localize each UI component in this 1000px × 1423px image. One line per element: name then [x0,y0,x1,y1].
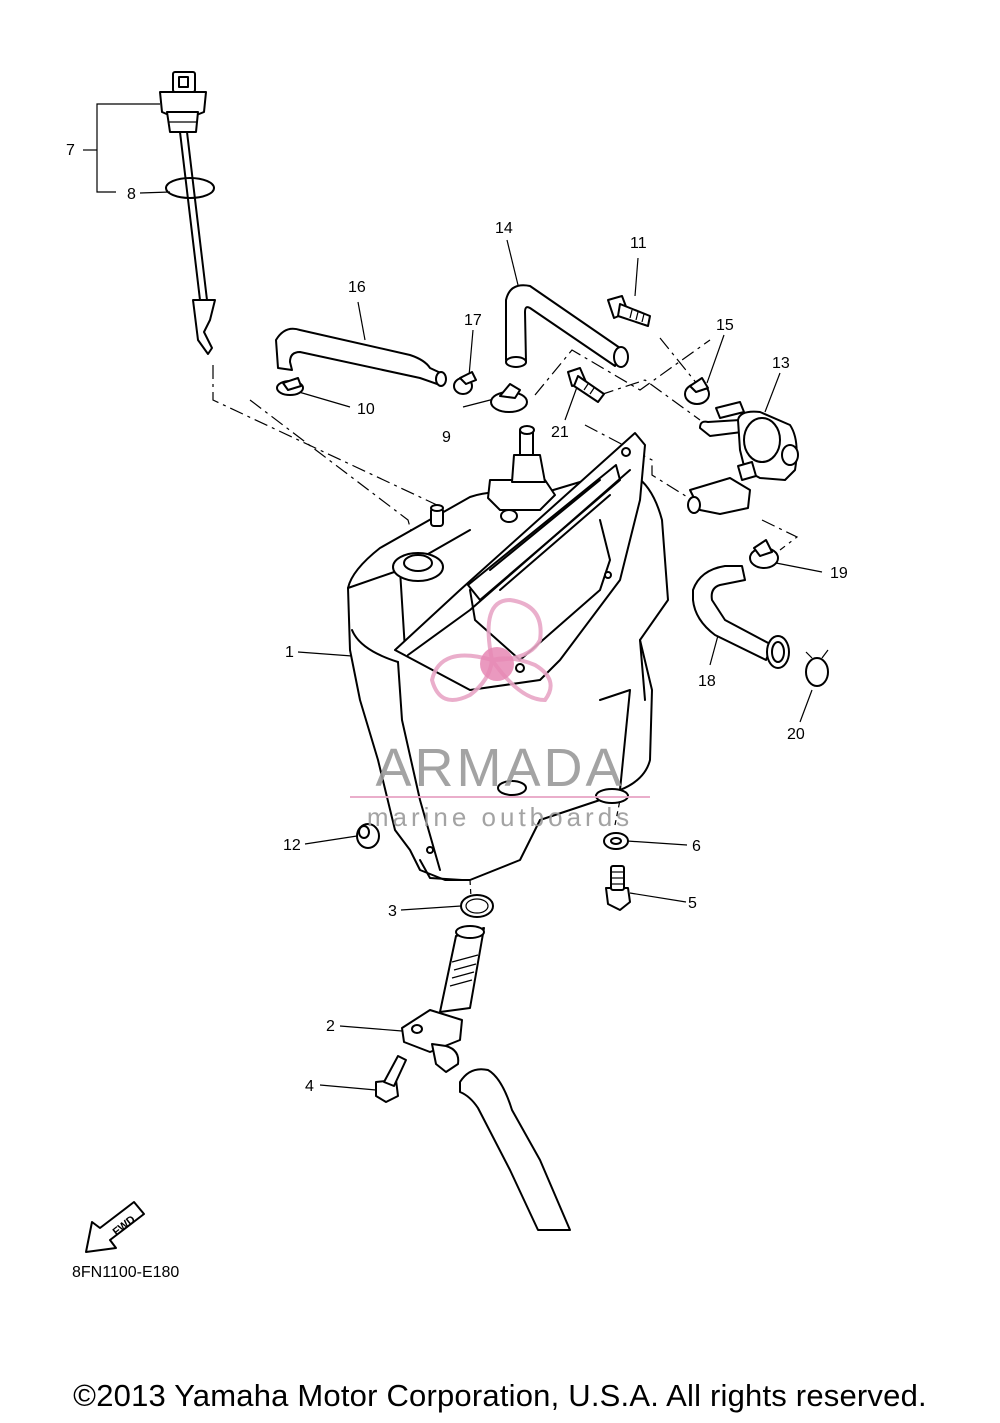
callout-16: 16 [348,279,366,296]
propeller-hub [480,647,514,681]
propeller-logo [429,597,553,703]
callout-numbers: 1 2 3 4 5 6 7 8 9 10 11 12 13 14 15 16 1… [66,142,848,1095]
callout-9: 9 [442,429,451,446]
oil-strainer-2 [401,925,485,1073]
callout-2: 2 [326,1018,335,1035]
callout-8: 8 [127,186,136,203]
callout-1: 1 [285,644,294,661]
grommet-12 [356,823,380,849]
hose-14 [505,284,629,368]
callout-12: 12 [283,837,301,854]
callout-5: 5 [688,895,697,912]
drain-bolt-5 [605,865,631,911]
hose-16 [275,327,447,387]
bolt-4 [375,1055,407,1103]
callout-10: 10 [357,401,375,418]
clip-17 [453,371,477,395]
callout-4: 4 [305,1078,314,1095]
fwd-arrow-icon: FWD [85,1201,145,1253]
callout-20: 20 [787,726,805,743]
callout-11: 11 [630,235,647,252]
hose-18 [692,565,790,669]
drawing-code: 8FN1100-E180 [72,1264,180,1281]
watermark-tagline: marine outboards [367,802,633,832]
alignment-lines [212,337,799,916]
copyright-notice: ©2013 Yamaha Motor Corporation, U.S.A. A… [73,1378,927,1413]
callout-17: 17 [464,312,482,329]
clip-9 [490,383,528,413]
callout-19: 19 [830,565,848,582]
callout-21: 21 [551,424,569,441]
callout-3: 3 [388,903,397,920]
callout-14: 14 [495,220,513,237]
watermark-brand: ARMADA [375,738,624,798]
leader-lines [83,103,823,1091]
cap-20 [805,649,829,687]
callout-18: 18 [698,673,716,690]
armada-watermark: ARMADA marine outboards [350,597,650,832]
o-ring-3 [460,894,494,918]
bolt-11 [607,295,651,327]
clip-10 [276,377,304,396]
oil-pump-13 [687,401,799,515]
callout-15: 15 [716,317,734,334]
clip-15 [684,377,710,405]
callout-7: 7 [66,142,75,159]
washer-6 [603,832,629,850]
bolt-21 [567,367,605,403]
clip-19 [749,539,779,569]
oil-tank [347,425,669,881]
callout-6: 6 [692,838,701,855]
oil-level-gauge [159,71,216,355]
lower-hose [459,1068,571,1231]
callout-13: 13 [772,355,790,372]
